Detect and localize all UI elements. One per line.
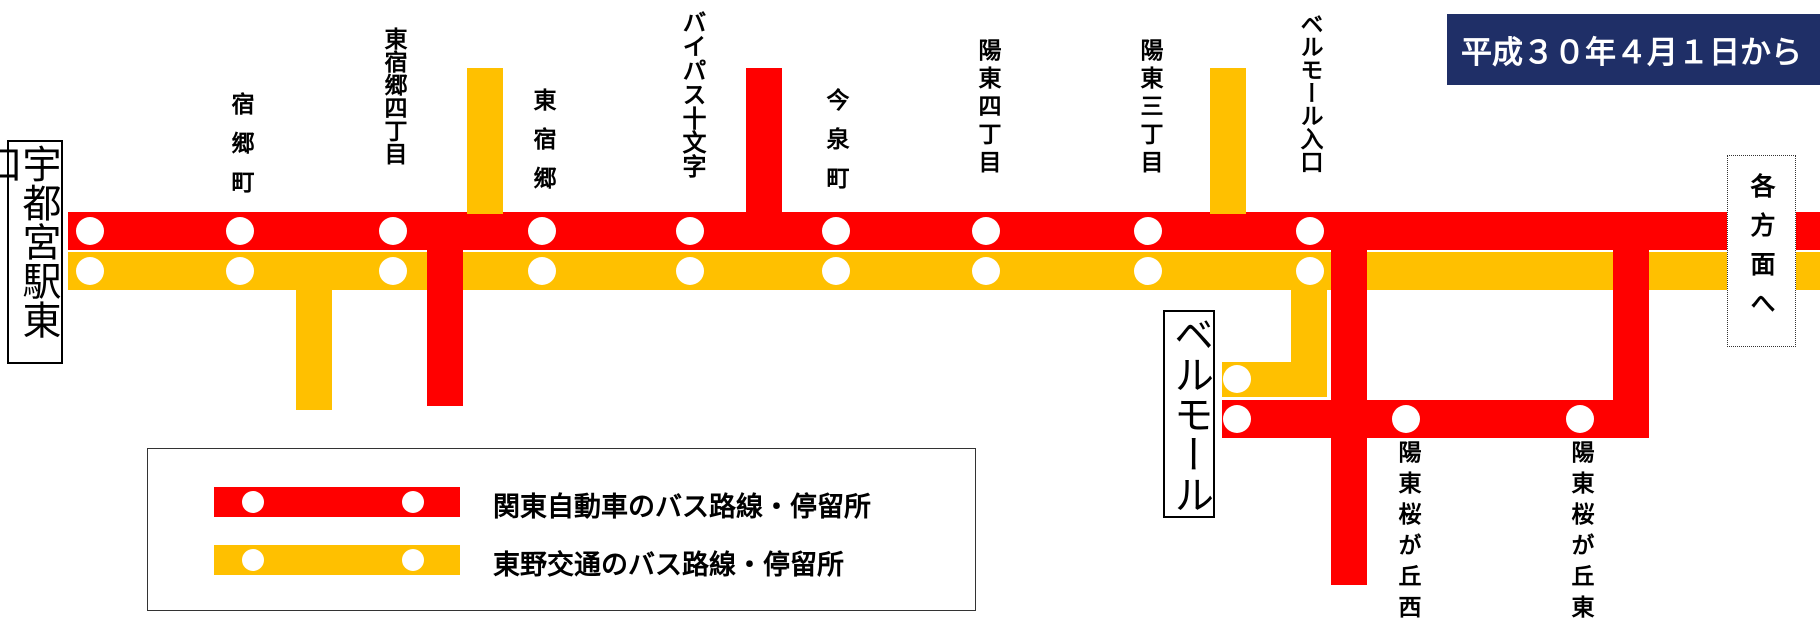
legend-kanto-label: 関東自動車のバス路線・停留所	[493, 492, 871, 523]
tono-stop-dot	[226, 257, 254, 285]
tono-stop-dot	[1296, 257, 1324, 285]
kanto-stop-dot	[1566, 405, 1594, 433]
tono-stop-dot	[1134, 257, 1162, 285]
directions-box: 各方面へ	[1727, 155, 1796, 347]
tono-stop-dot	[379, 257, 407, 285]
effective-date-banner: 平成３０年４月１日から	[1447, 14, 1820, 85]
tono-stop-dot	[822, 257, 850, 285]
kanto-branch-east-vertical	[1613, 250, 1649, 438]
stop-label-bellmall-iriguchi: ベルモール入口	[1296, 12, 1322, 173]
tono-stop-dot	[972, 257, 1000, 285]
tono-stop-dot	[76, 257, 104, 285]
tono-spur-shukugo-east	[467, 68, 503, 214]
legend-kanto-swatch	[214, 487, 460, 517]
kanto-stop-dot	[822, 217, 850, 245]
legend-stop-dot	[242, 491, 264, 513]
kanto-spur-bypass	[746, 68, 782, 214]
kanto-spur-south-1	[427, 250, 463, 406]
terminus-utsunomiya-east: 宇都宮駅東口	[0, 140, 63, 364]
kanto-stop-dot	[379, 217, 407, 245]
kanto-stop-dot	[1392, 405, 1420, 433]
tono-spur-yoto	[1210, 68, 1246, 214]
legend-stop-dot	[242, 549, 264, 571]
stop-label-yoto-sakuragaoka-higashi: 陽東桜が丘東	[1567, 440, 1593, 626]
tono-spur-south-1	[296, 288, 332, 410]
legend-stop-dot	[402, 549, 424, 571]
stop-label-higashi-shukugo-4: 東宿郷四丁目	[380, 27, 406, 165]
stop-label-higashi-shukugo: 東宿郷	[529, 88, 555, 205]
legend-tono-swatch	[214, 545, 460, 575]
stop-label-bellmall: ベルモール	[1163, 310, 1215, 518]
stop-label-imaizumi-machi: 今泉町	[822, 88, 848, 205]
kanto-stop-dot	[676, 217, 704, 245]
kanto-stop-dot	[1134, 217, 1162, 245]
kanto-stop-dot	[1296, 217, 1324, 245]
legend-stop-dot	[402, 491, 424, 513]
tono-trunk-line	[68, 252, 1820, 290]
stop-label-shukugo-machi: 宿郷町	[227, 92, 253, 209]
stop-label-yoto-4: 陽東四丁目	[974, 38, 1000, 178]
tono-stop-dot	[1223, 365, 1251, 393]
stop-dots	[76, 217, 1594, 433]
stop-label-yoto-3: 陽東三丁目	[1136, 38, 1162, 178]
legend: 関東自動車のバス路線・停留所 東野交通のバス路線・停留所	[147, 448, 976, 611]
kanto-stop-dot	[972, 217, 1000, 245]
tono-stop-dot	[676, 257, 704, 285]
legend-tono-label: 東野交通のバス路線・停留所	[493, 550, 844, 581]
kanto-stop-dot	[528, 217, 556, 245]
kanto-stop-dot	[1223, 405, 1251, 433]
kanto-stop-dot	[226, 217, 254, 245]
stop-label-yoto-sakuragaoka-nishi: 陽東桜が丘西	[1394, 440, 1420, 626]
stop-label-bypass-jumonji: バイパス十文字	[678, 10, 706, 178]
kanto-stop-dot	[76, 217, 104, 245]
kanto-trunk-line	[68, 212, 1820, 250]
tono-stop-dot	[528, 257, 556, 285]
